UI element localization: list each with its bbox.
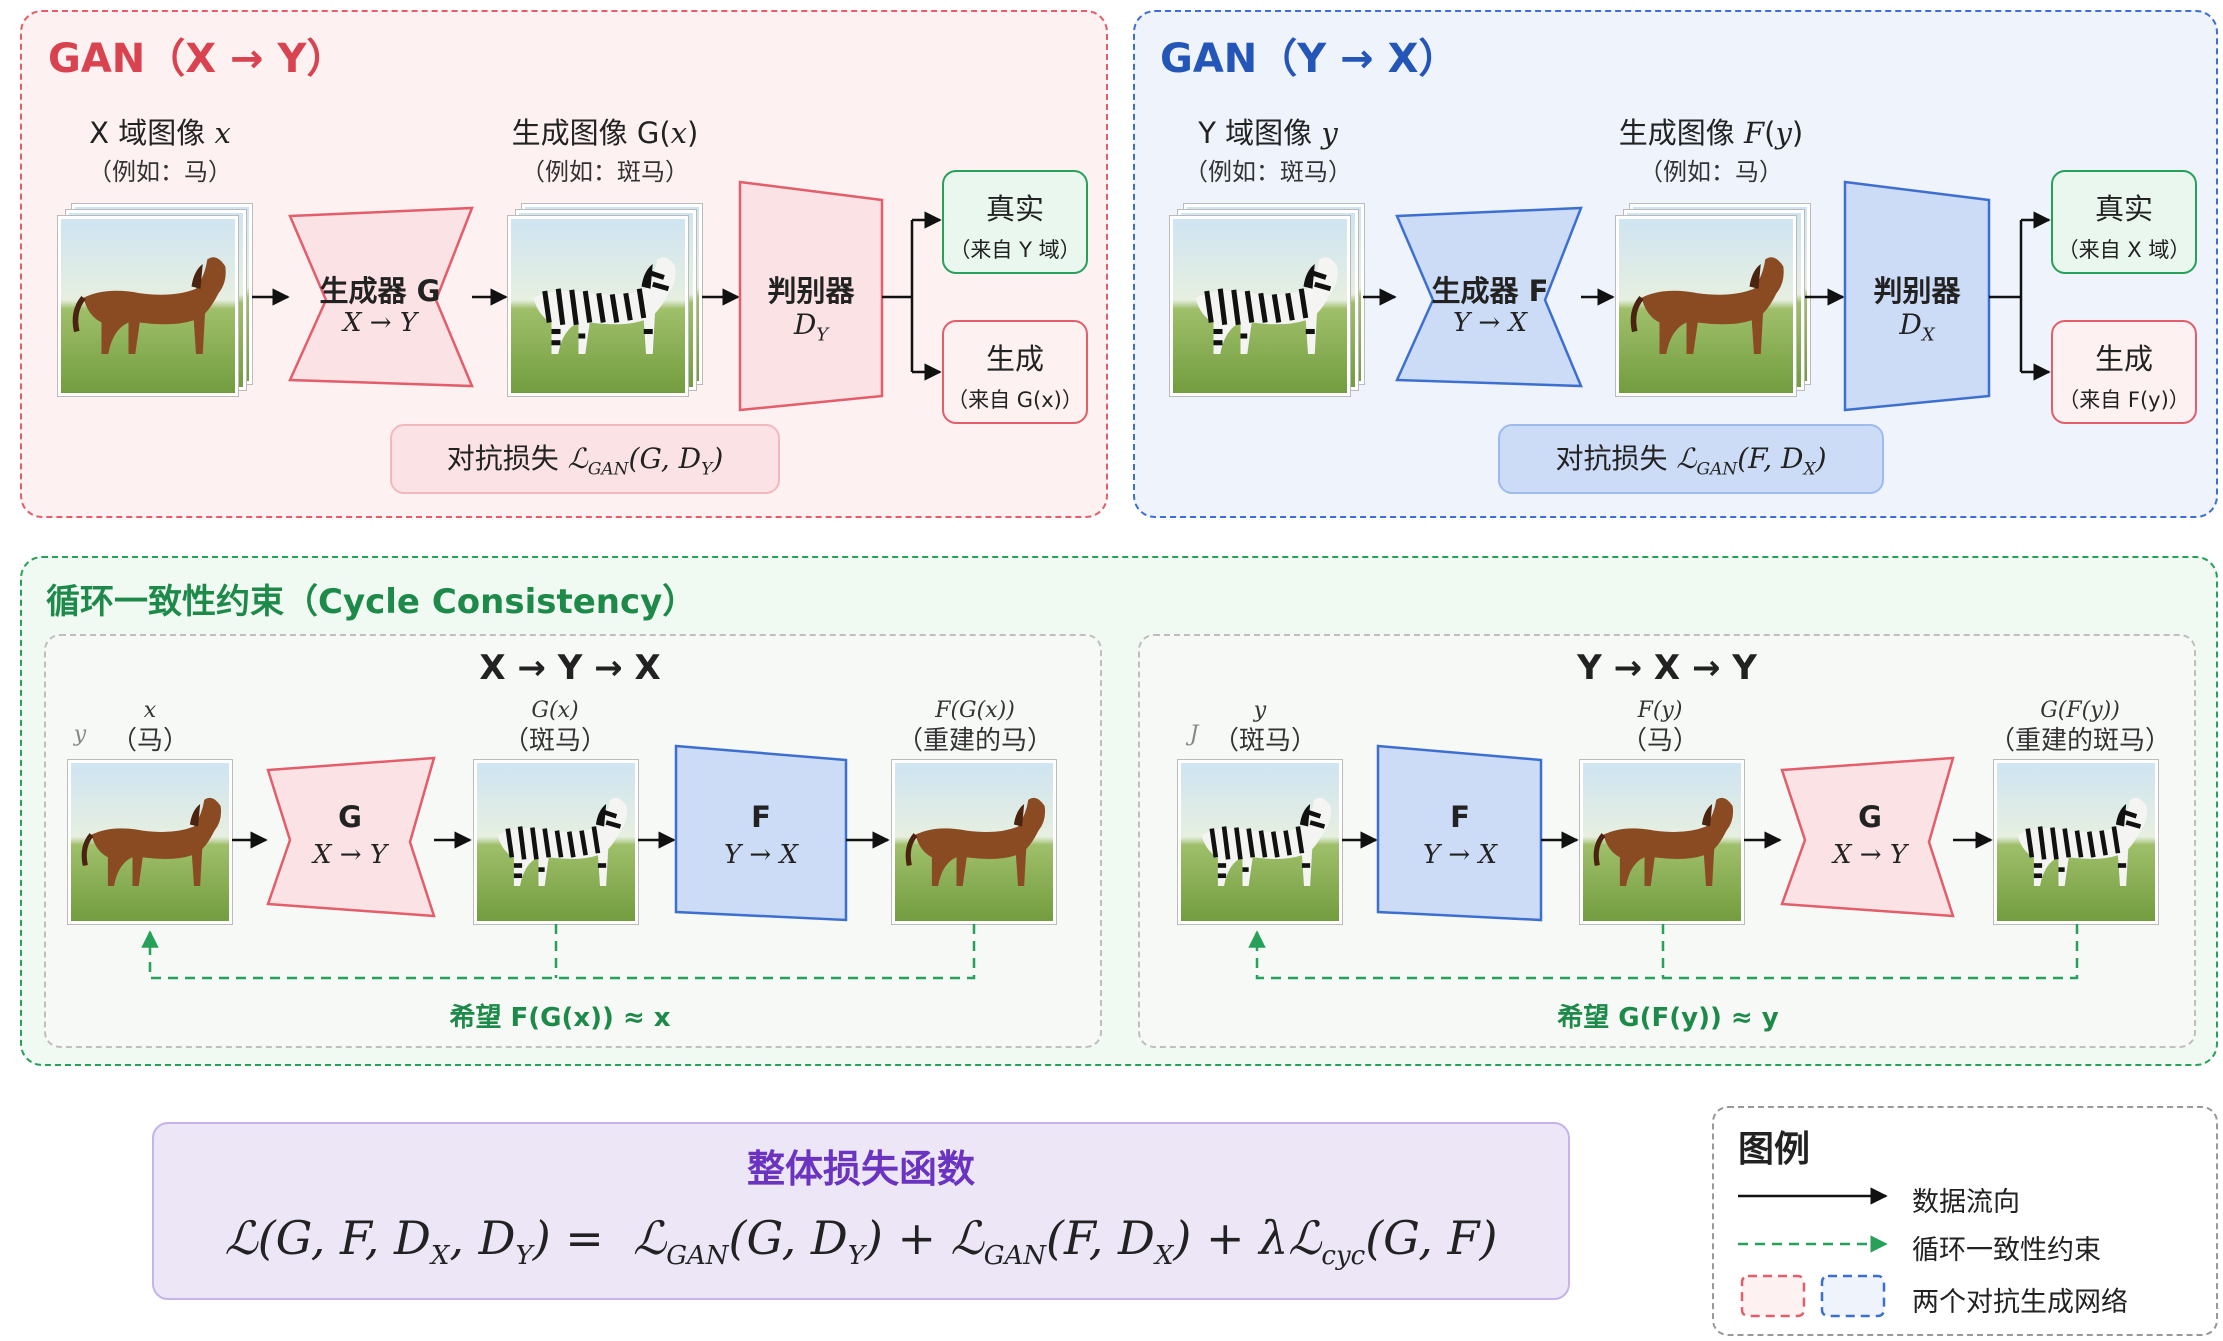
fake-gx-box: 生成 （来自 G(x)） xyxy=(942,320,1088,424)
horse-image xyxy=(58,216,238,396)
bwd-img1-bottom: （斑马） xyxy=(1212,726,1317,756)
cycle-title: 循环一致性约束（Cycle Consistency） xyxy=(46,582,697,622)
discriminator-dy-shape xyxy=(738,180,884,412)
gan-yx-title: GAN（Y → X） xyxy=(1160,36,1459,82)
real-x-box: 真实 （来自 X 域） xyxy=(2051,170,2197,274)
gan-xy-gen-sub: （例如：斑马） xyxy=(521,158,689,186)
discriminator-dy-name: 判别器 xyxy=(767,274,855,308)
fake-fy-sub: （来自 F(y)） xyxy=(2058,388,2190,412)
legend-item-dataflow: 数据流向 xyxy=(1912,1187,2020,1218)
fake-gx-sub: （来自 G(x)） xyxy=(947,388,1083,412)
real-x-title: 真实 xyxy=(2094,192,2153,226)
gan-yx-input-sub: （例如：斑马） xyxy=(1184,158,1352,186)
fwd-img2-top: G(x) xyxy=(531,698,579,723)
gan-xy-input-label: X 域图像 x xyxy=(89,116,231,150)
cycle-fwd-f-name: F xyxy=(751,800,771,834)
cycle-fwd-hope: 希望 F(G(x)) ≈ x xyxy=(449,1003,671,1033)
fwd-img3-top: F(G(x)) xyxy=(935,698,1015,723)
cycle-fwd-g-map: X → Y xyxy=(313,840,387,870)
total-loss-formula: ℒ(G, F, DX, DY) = ℒGAN(G, DY) + ℒGAN(F, … xyxy=(224,1211,1498,1272)
cycle-fwd-f-map: Y → X xyxy=(724,840,798,870)
fwd-img2-bottom: （斑马） xyxy=(502,726,607,756)
fake-fy-title: 生成 xyxy=(2094,342,2153,376)
horse-reconstructed-image xyxy=(892,760,1056,924)
gan-xy-title: GAN（X → Y） xyxy=(48,36,347,82)
total-loss-box: 整体损失函数 ℒ(G, F, DX, DY) = ℒGAN(G, DY) + ℒ… xyxy=(152,1122,1570,1300)
zebra-reconstructed-image xyxy=(1994,760,2158,924)
bwd-img2-bottom: （马） xyxy=(1620,726,1699,756)
legend-item-gans: 两个对抗生成网络 xyxy=(1912,1287,2128,1318)
blue-dashed-box-icon xyxy=(1820,1274,1886,1318)
cycle-bwd-g-name: G xyxy=(1858,800,1882,834)
cycle-bwd-g-shape xyxy=(1780,756,1955,918)
cycle-bwd-f-name: F xyxy=(1450,800,1470,834)
fwd-img1-top: x xyxy=(143,698,157,723)
gan-yx-loss: 对抗损失 ℒGAN(F, DX) xyxy=(1498,424,1884,494)
cycle-bwd-f-shape xyxy=(1376,744,1543,922)
generator-f-map: Y → X xyxy=(1453,308,1527,338)
legend-item-cycle: 循环一致性约束 xyxy=(1912,1235,2101,1266)
fwd-img1-stray: y xyxy=(73,722,87,747)
fake-gx-title: 生成 xyxy=(985,342,1044,376)
cycle-backward-diagram xyxy=(1248,744,2079,980)
generator-f-shape xyxy=(1395,206,1583,388)
gan-yx-gen-sub: （例如：马） xyxy=(1639,158,1783,186)
gan-xy-diagram xyxy=(252,180,942,412)
discriminator-dx-sym: DX xyxy=(1899,308,1935,346)
fwd-img1-bottom: （马） xyxy=(110,726,189,756)
generator-g-name: 生成器 G xyxy=(319,274,441,308)
bwd-img1-top: y xyxy=(1253,698,1267,723)
red-dashed-box-icon xyxy=(1740,1274,1806,1318)
fwd-img3-bottom: （重建的马） xyxy=(896,726,1053,756)
zebra-image xyxy=(508,216,688,396)
generator-g-shape xyxy=(288,206,474,388)
horse-image xyxy=(68,760,232,924)
gan-yx-gen-label: 生成图像 F(y) xyxy=(1618,116,1804,150)
real-x-sub: （来自 X 域） xyxy=(2057,238,2191,262)
zebra-image xyxy=(474,760,638,924)
fake-fy-box: 生成 （来自 F(y)） xyxy=(2051,320,2197,424)
real-y-box: 真实 （来自 Y 域） xyxy=(942,170,1088,274)
zebra-image xyxy=(1178,760,1342,924)
zebra-image xyxy=(1170,216,1350,396)
real-y-sub: （来自 Y 域） xyxy=(949,238,1081,262)
gan-yx-diagram xyxy=(1363,180,2051,412)
real-y-title: 真实 xyxy=(985,192,1044,226)
discriminator-dx-name: 判别器 xyxy=(1873,274,1961,308)
gan-xy-loss: 对抗损失 ℒGAN(G, DY) xyxy=(390,424,780,494)
gan-xy-gen-label: 生成图像 G(x) xyxy=(511,116,699,150)
cycle-forward-title: X → Y → X xyxy=(479,648,661,688)
cycle-fwd-f-shape xyxy=(674,744,848,922)
bwd-img3-bottom: （重建的斑马） xyxy=(1988,726,2171,756)
discriminator-dx-shape xyxy=(1843,180,1991,412)
horse-image xyxy=(1616,216,1796,396)
legend-symbols xyxy=(1738,1187,1888,1318)
cycle-backward-title: Y → X → Y xyxy=(1577,648,1757,688)
legend-title: 图例 xyxy=(1738,1129,1811,1170)
gan-yx-input-label: Y 域图像 y xyxy=(1198,116,1338,150)
total-loss-title: 整体损失函数 xyxy=(746,1147,975,1191)
cycle-bwd-f-map: Y → X xyxy=(1423,840,1497,870)
cycle-fwd-g-shape xyxy=(266,756,436,918)
cycle-bwd-hope: 希望 G(F(y)) ≈ y xyxy=(1557,1003,1779,1033)
generator-g-map: X → Y xyxy=(343,308,417,338)
bwd-img2-top: F(y) xyxy=(1637,698,1683,723)
bwd-img1-stray: J xyxy=(1189,722,1199,747)
cycle-forward-diagram xyxy=(141,744,976,980)
horse-image xyxy=(1580,760,1744,924)
generator-f-name: 生成器 F xyxy=(1431,274,1549,308)
cycle-bwd-g-map: X → Y xyxy=(1833,840,1907,870)
discriminator-dy-sym: DY xyxy=(793,308,829,346)
gan-xy-input-sub: （例如：马） xyxy=(88,158,232,186)
cycle-fwd-g-name: G xyxy=(338,800,362,834)
bwd-img3-top: G(F(y)) xyxy=(2040,698,2120,723)
